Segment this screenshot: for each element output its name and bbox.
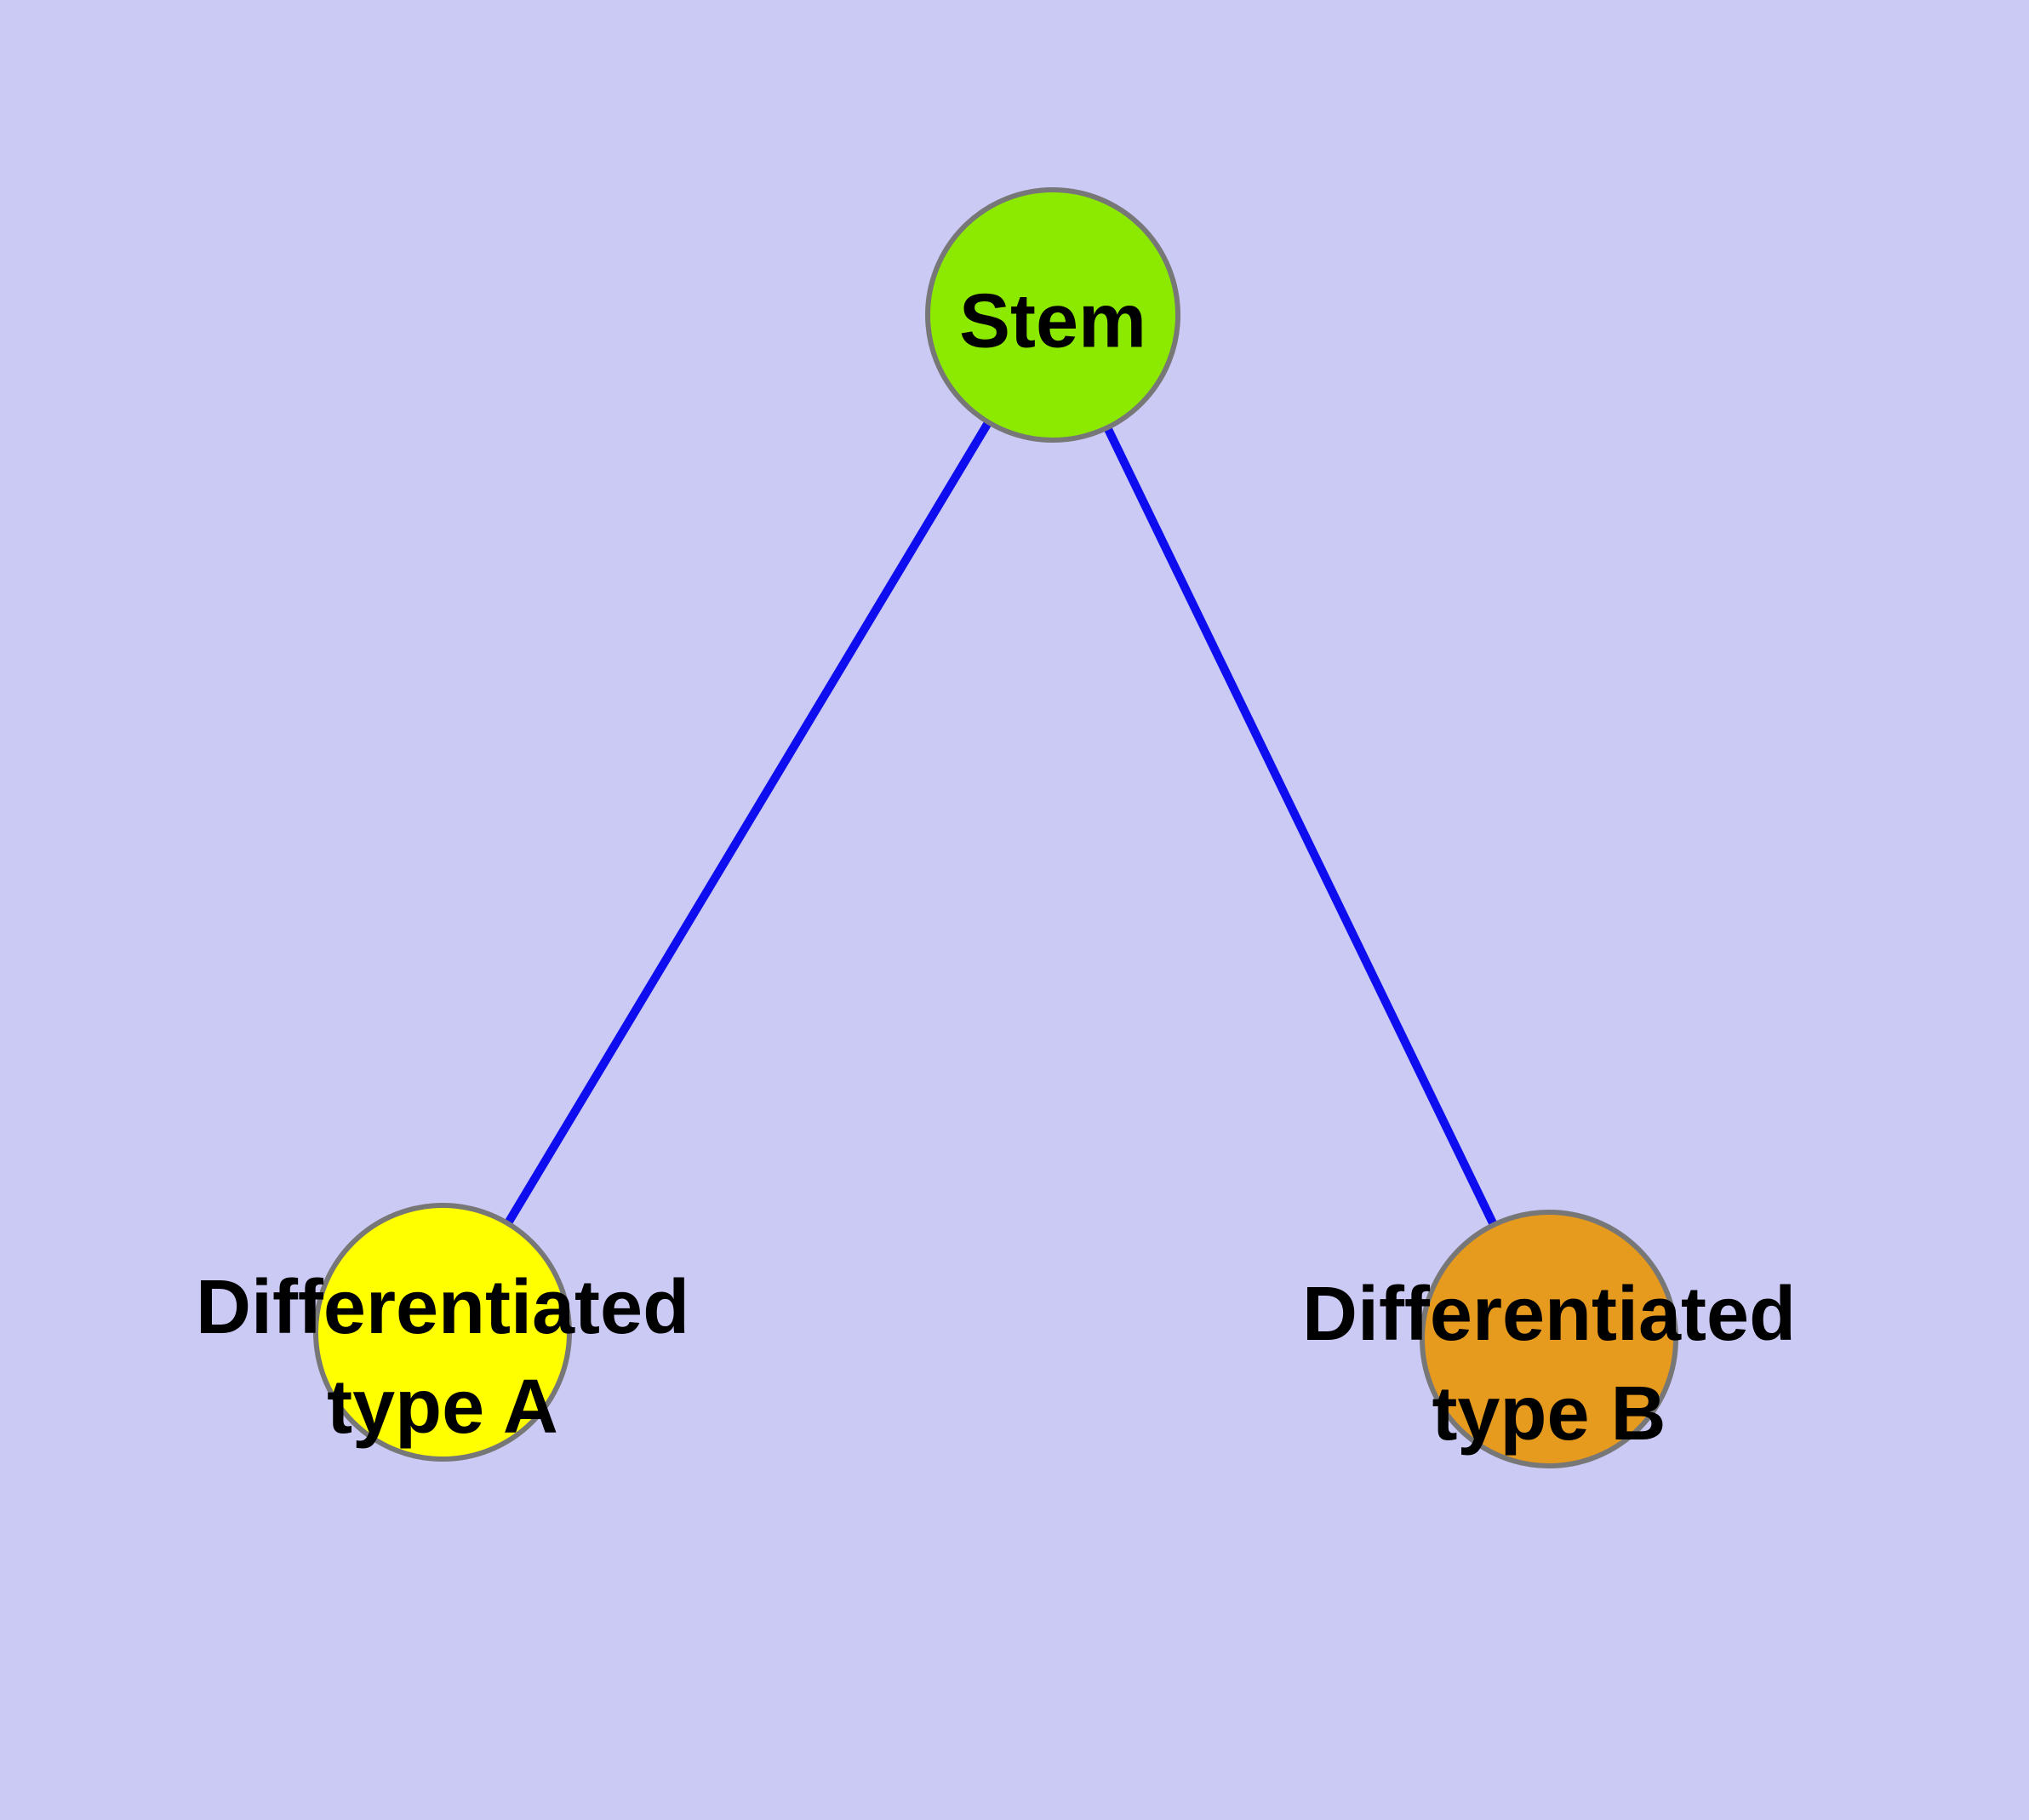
- edge-stem-typeA: [438, 312, 1057, 1335]
- edge-stem-typeB: [1049, 312, 1553, 1342]
- node-label-line: Differentiated: [195, 1265, 690, 1350]
- node-label-typeB: Differentiated type B: [1302, 1265, 1796, 1464]
- node-label-line: Differentiated: [1301, 1272, 1797, 1357]
- node-label-typeA: Differentiated type A: [196, 1258, 689, 1457]
- node-label-line: type B: [1432, 1371, 1666, 1457]
- node-stem: [925, 187, 1180, 443]
- node-typeA: [313, 1203, 572, 1462]
- node-label-stem: Stem: [959, 272, 1146, 372]
- node-typeB: [1420, 1210, 1678, 1468]
- node-label-line: type A: [327, 1365, 558, 1450]
- node-label-line: Stem: [958, 278, 1147, 364]
